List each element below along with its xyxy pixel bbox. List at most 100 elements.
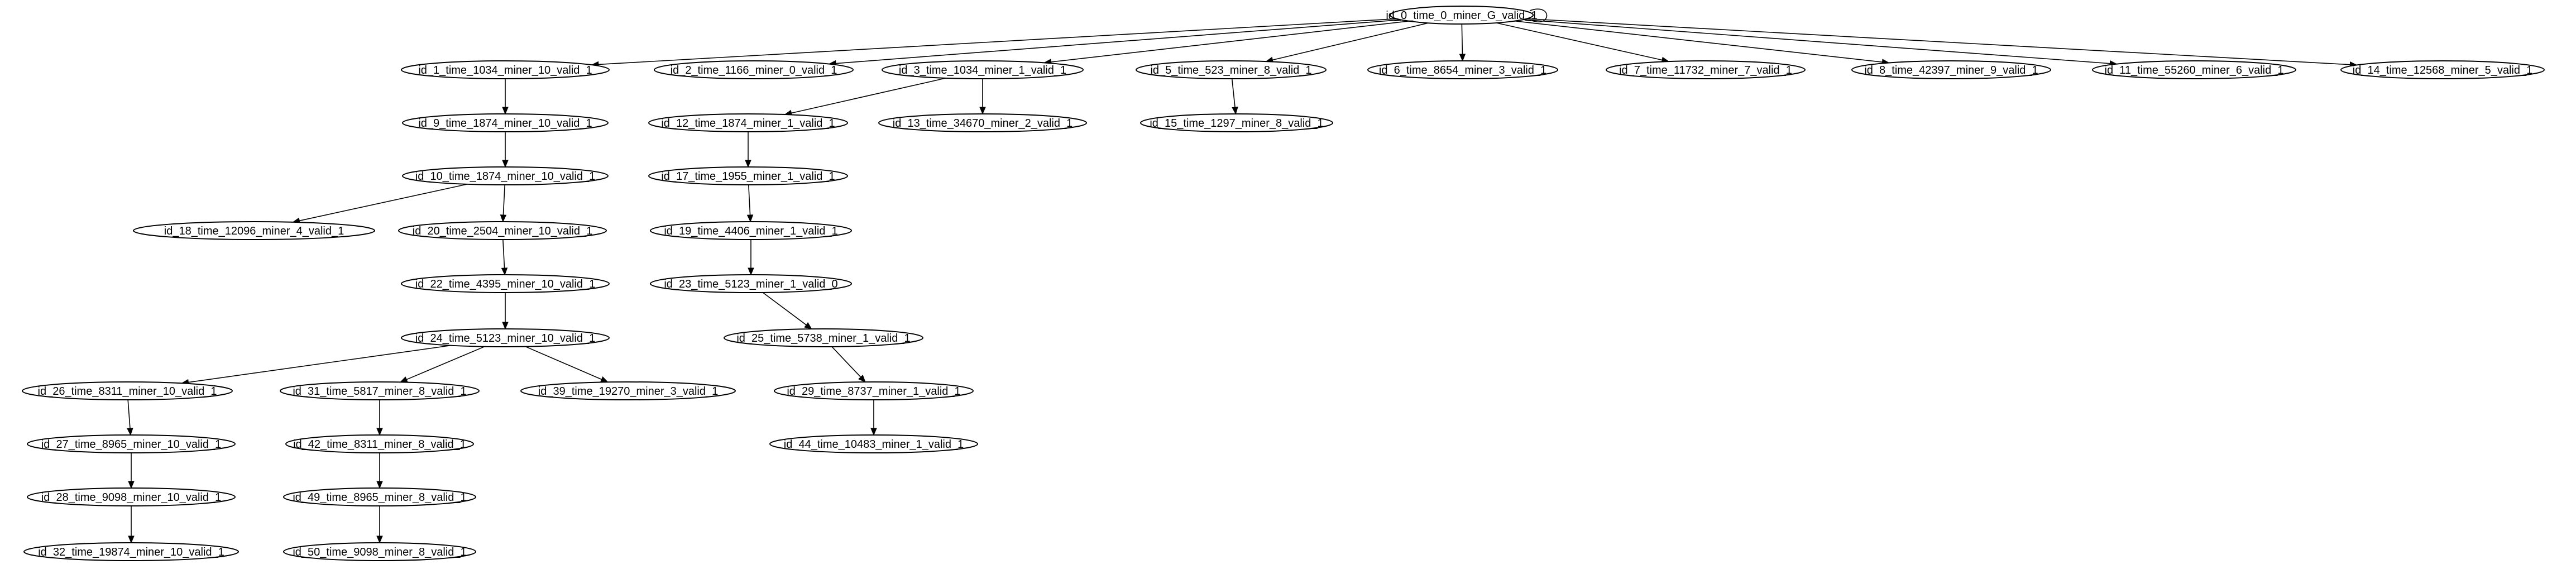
node-ellipse [648, 166, 848, 185]
edge-n24-n39 [525, 346, 609, 382]
node-label: id_26_time_8311_miner_10_valid_1 [38, 385, 217, 398]
node-label: id_0_time_0_miner_G_valid_1 [1386, 9, 1537, 22]
node-n28: id_28_time_9098_miner_10_valid_1 [27, 487, 236, 506]
node-n31: id_31_time_5817_miner_8_valid_1 [280, 381, 480, 400]
node-label: id_15_time_1297_miner_8_valid_1 [1150, 117, 1323, 130]
arrowhead-icon [127, 428, 133, 436]
node-label: id_18_time_12096_miner_4_valid_1 [164, 225, 344, 237]
edge-line [1515, 20, 1883, 63]
arrowhead-icon [979, 107, 986, 115]
arrowhead-icon [1232, 106, 1238, 115]
node-n0: id_0_time_0_miner_G_valid_1 [1386, 6, 1538, 25]
edge-n0-n11 [1522, 19, 2118, 67]
edge-n0-n1 [591, 18, 1397, 68]
arrowhead-icon [376, 428, 383, 436]
node-ellipse [280, 381, 480, 400]
node-ellipse [1367, 60, 1558, 79]
node-n2: id_2_time_1166_miner_0_valid_1 [654, 60, 854, 79]
node-n23: id_23_time_5123_miner_1_valid_0 [650, 274, 852, 293]
node-ellipse [1140, 113, 1333, 132]
edge-line [1496, 22, 1663, 61]
node-ellipse [2092, 60, 2296, 79]
arrowhead-icon [745, 160, 751, 168]
edge-n10-n20 [500, 184, 507, 223]
node-ellipse [769, 434, 978, 453]
arrowhead-icon [804, 322, 812, 329]
node-ellipse [285, 434, 474, 453]
node-ellipse [654, 60, 854, 79]
node-label: id_11_time_55260_miner_6_valid_1 [2105, 64, 2284, 76]
node-ellipse [401, 60, 610, 79]
node-n29: id_29_time_8737_miner_1_valid_1 [774, 381, 974, 400]
node-label: id_28_time_9098_miner_10_valid_1 [41, 491, 221, 504]
node-ellipse [1851, 60, 2051, 79]
node-n14: id_14_time_12568_miner_5_valid_1 [2340, 60, 2545, 79]
edge-line [831, 346, 861, 377]
node-n15: id_15_time_1297_miner_8_valid_1 [1140, 113, 1333, 132]
node-ellipse [27, 434, 236, 453]
arrowhead-icon [600, 376, 609, 382]
node-n7: id_7_time_11732_miner_7_valid_1 [1606, 60, 1806, 79]
node-label: id_32_time_19874_miner_10_valid_1 [38, 546, 224, 558]
edge-line [502, 239, 505, 269]
edge-n42-n49 [376, 453, 383, 489]
arrowhead-icon [500, 214, 507, 223]
edge-n1-n9 [502, 79, 509, 115]
node-label: id_10_time_1874_miner_10_valid_1 [415, 170, 595, 183]
edge-n29-n44 [870, 400, 877, 436]
arrowhead-icon [858, 375, 866, 383]
arrowhead-icon [501, 267, 508, 276]
node-label: id_13_time_34670_miner_2_valid_1 [893, 117, 1072, 130]
node-label: id_8_time_42397_miner_9_valid_1 [1864, 64, 2038, 76]
node-ellipse [1136, 60, 1327, 79]
node-n39: id_39_time_19270_miner_3_valid_1 [520, 381, 736, 400]
arrowhead-icon [748, 267, 754, 276]
node-ellipse [402, 166, 609, 185]
edge-line [1529, 8, 1548, 22]
edge-n22-n24 [502, 293, 509, 330]
node-ellipse [133, 221, 375, 240]
node-label: id_50_time_9098_miner_8_valid_1 [293, 546, 466, 558]
node-label: id_31_time_5817_miner_8_valid_1 [293, 385, 466, 398]
node-ellipse [401, 274, 610, 293]
edge-line [127, 399, 131, 429]
node-n27: id_27_time_8965_miner_10_valid_1 [27, 434, 236, 453]
node-ellipse [27, 487, 236, 506]
node-label: id_22_time_4395_miner_10_valid_1 [415, 278, 595, 290]
arrowhead-icon [128, 481, 135, 489]
node-n18: id_18_time_12096_miner_4_valid_1 [133, 221, 375, 240]
edge-n0-n6 [1459, 23, 1466, 62]
edge-line [791, 78, 946, 114]
edge-n3-n13 [979, 79, 986, 115]
node-label: id_12_time_1874_miner_1_valid_1 [661, 117, 835, 130]
node-label: id_7_time_11732_miner_7_valid_1 [1619, 64, 1792, 76]
edge-n20-n22 [501, 239, 508, 276]
node-n6: id_6_time_8654_miner_3_valid_1 [1367, 60, 1558, 79]
edge-root-self-loop [1529, 8, 1548, 22]
node-n20: id_20_time_2504_miner_10_valid_1 [398, 221, 607, 240]
edge-n5-n15 [1231, 78, 1238, 115]
node-label: id_14_time_12568_miner_5_valid_1 [2353, 64, 2532, 76]
node-ellipse [1390, 6, 1534, 25]
node-label: id_20_time_2504_miner_10_valid_1 [413, 225, 592, 237]
arrowhead-icon [502, 322, 509, 330]
edge-n24-n31 [399, 346, 485, 382]
node-label: id_24_time_5123_miner_10_valid_1 [415, 332, 595, 345]
node-label: id_39_time_19270_miner_3_valid_1 [538, 385, 718, 398]
arrowhead-icon [502, 107, 509, 115]
node-n10: id_10_time_1874_miner_10_valid_1 [402, 166, 609, 185]
node-ellipse [878, 113, 1087, 132]
node-n26: id_26_time_8311_miner_10_valid_1 [22, 381, 233, 400]
edge-n26-n27 [127, 399, 133, 436]
edge-n31-n42 [376, 400, 383, 436]
node-n22: id_22_time_4395_miner_10_valid_1 [401, 274, 610, 293]
node-n12: id_12_time_1874_miner_1_valid_1 [648, 113, 848, 132]
node-label: id_2_time_1166_miner_0_valid_1 [671, 64, 837, 76]
node-ellipse [22, 381, 233, 400]
node-n50: id_50_time_9098_miner_8_valid_1 [283, 542, 476, 561]
edge-line [1231, 78, 1236, 108]
edge-line [762, 292, 807, 326]
edge-n3-n12 [784, 78, 946, 116]
arrowhead-icon [128, 535, 135, 544]
edge-line [1272, 22, 1429, 61]
